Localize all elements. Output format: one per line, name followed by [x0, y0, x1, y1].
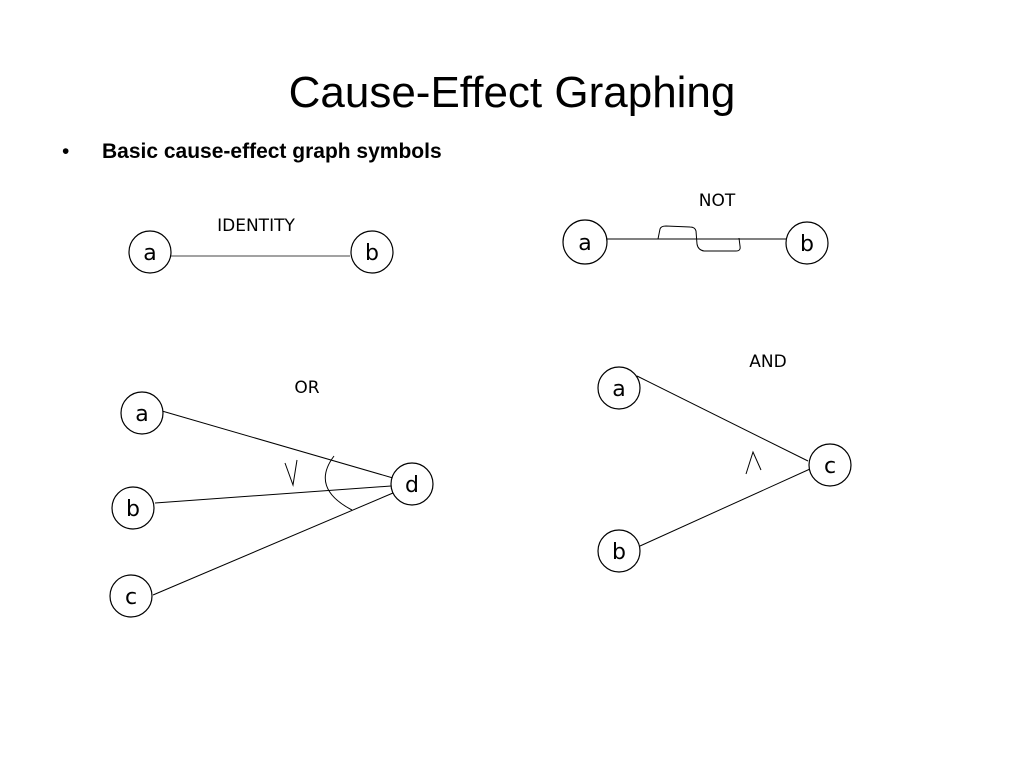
slide-title: Cause-Effect Graphing [288, 68, 736, 117]
or-v-symbol [284, 459, 298, 487]
or-node-c-label: c [125, 585, 137, 610]
identity-diagram: IDENTITY a b [128, 216, 394, 274]
and-diagram: AND a b c [597, 352, 852, 573]
and-node-b-label: b [612, 540, 626, 565]
and-node-a: a [597, 366, 641, 410]
identity-node-a-label: a [143, 241, 156, 266]
and-edge-a-c [636, 375, 809, 462]
or-node-b: b [111, 486, 155, 530]
or-node-c: c [109, 574, 153, 618]
or-arc [324, 455, 353, 511]
or-edge-a-d [161, 410, 394, 479]
and-node-c-label: c [824, 454, 836, 479]
and-node-a-label: a [612, 377, 625, 402]
or-node-d: d [390, 462, 434, 506]
or-node-b-label: b [126, 497, 140, 522]
or-node-a-label: a [135, 402, 148, 427]
and-edge-b-c [639, 468, 811, 547]
or-node-a: a [120, 391, 164, 435]
and-label: AND [749, 352, 786, 372]
not-diagram: NOT a b [562, 191, 829, 265]
and-node-b: b [597, 529, 641, 573]
identity-node-b-label: b [365, 241, 379, 266]
and-node-c: c [808, 443, 852, 487]
bullet-text: Basic cause-effect graph symbols [102, 140, 442, 163]
not-node-a: a [562, 219, 608, 265]
or-edge-b-d [154, 485, 392, 504]
or-node-d-label: d [405, 473, 419, 498]
identity-node-a: a [128, 230, 172, 274]
or-label: OR [294, 378, 319, 398]
not-tilde-symbol [657, 225, 741, 252]
bullet-marker: • [62, 140, 70, 163]
identity-label: IDENTITY [217, 216, 295, 236]
not-node-a-label: a [578, 231, 591, 256]
not-node-b-label: b [800, 232, 814, 257]
not-label: NOT [699, 191, 736, 211]
or-diagram: OR a b c d [109, 378, 434, 618]
not-node-b: b [785, 221, 829, 265]
and-caret-symbol [745, 450, 762, 475]
bullet-item: • Basic cause-effect graph symbols [62, 140, 442, 164]
identity-node-b: b [350, 230, 394, 274]
or-edge-c-d [152, 492, 394, 596]
